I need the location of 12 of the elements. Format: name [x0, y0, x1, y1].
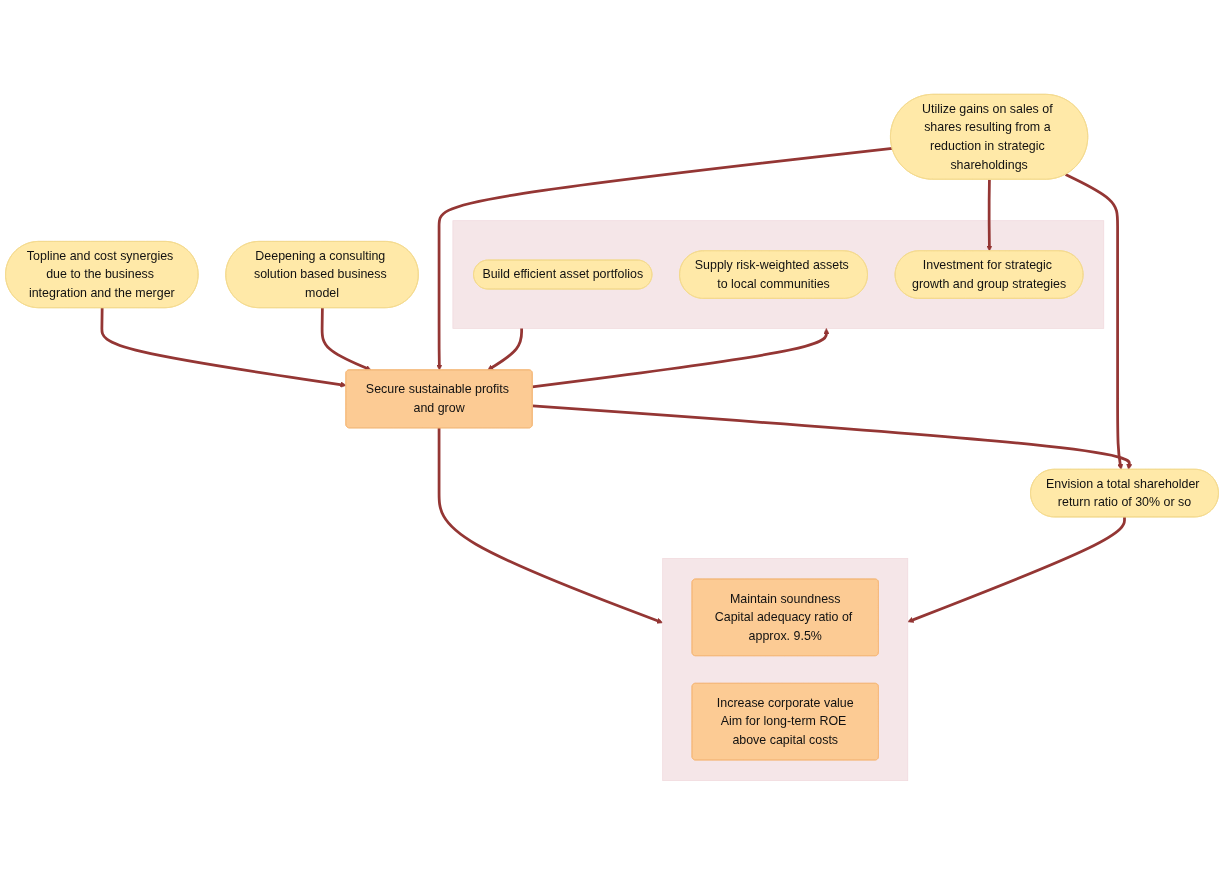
arrow: [437, 427, 663, 624]
arrow: [907, 516, 1126, 623]
arrow: [100, 308, 347, 388]
arrow: [436, 146, 893, 371]
arrow: [1065, 173, 1124, 470]
arrow: [532, 328, 830, 389]
arrow: [532, 404, 1133, 470]
arrow: [320, 308, 372, 371]
arrow: [986, 179, 993, 252]
cluster: [662, 558, 909, 781]
arrow: [487, 328, 523, 371]
cluster: [452, 220, 1105, 329]
